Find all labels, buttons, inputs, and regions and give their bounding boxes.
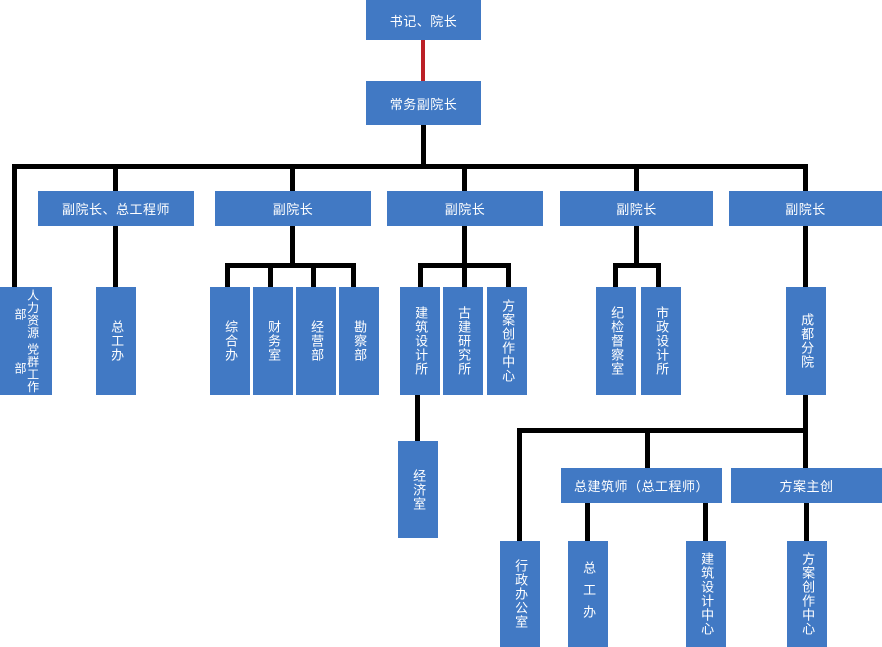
node-ancient-architecture-institute[interactable]: 古建研究所 bbox=[443, 287, 483, 395]
edge-bus-to-vp3 bbox=[462, 164, 467, 192]
edge-vp2-down bbox=[290, 225, 295, 266]
node-survey-department[interactable]: 勘察部 bbox=[339, 287, 379, 395]
edge-chief-architect-to-chief-eng-office bbox=[585, 503, 590, 541]
bus-vp4-children bbox=[613, 263, 661, 268]
node-chengdu-branch[interactable]: 成都分院 bbox=[786, 287, 826, 395]
edge-vp3-to-ancient-arch bbox=[462, 263, 467, 287]
node-architectural-design-center[interactable]: 建筑设计中心 bbox=[686, 541, 726, 647]
node-chengdu-chief-engineer-office[interactable]: 总工办 bbox=[568, 541, 608, 647]
node-general-office[interactable]: 综合办 bbox=[210, 287, 250, 395]
edge-arch-institute-to-economics bbox=[415, 395, 420, 441]
edge-bus-to-vp1 bbox=[113, 164, 118, 192]
node-economics-office[interactable]: 经济室 bbox=[398, 441, 438, 538]
node-party-work-label: 党群工作部 bbox=[13, 343, 40, 393]
edge-chengdu-to-chief-architect bbox=[645, 428, 650, 468]
edge-bus-to-vp2 bbox=[290, 164, 295, 192]
bus-level3 bbox=[12, 164, 806, 169]
edge-scheme-lead-to-scheme-center bbox=[804, 503, 809, 541]
edge-vp3-to-arch-institute bbox=[418, 263, 423, 287]
edge-vp2-to-operations bbox=[311, 263, 316, 287]
node-vice-president-chief-engineer[interactable]: 副院长、总工程师 bbox=[38, 191, 194, 226]
node-vice-president-3[interactable]: 副院长 bbox=[387, 191, 543, 226]
bus-chengdu-children bbox=[517, 428, 808, 433]
edge-bus-to-vp5 bbox=[803, 164, 808, 192]
node-finance-office[interactable]: 财务室 bbox=[253, 287, 293, 395]
edge-vp5-to-chengdu bbox=[803, 225, 808, 287]
node-executive-vice-president[interactable]: 常务副院长 bbox=[366, 81, 481, 125]
edge-chengdu-to-scheme-lead bbox=[803, 428, 808, 468]
node-chengdu-scheme-creation-center[interactable]: 方案创作中心 bbox=[787, 541, 827, 647]
node-municipal-design-institute[interactable]: 市政设计所 bbox=[641, 287, 681, 395]
node-discipline-inspection-office[interactable]: 纪检督察室 bbox=[596, 287, 636, 395]
edge-vp2-to-finance bbox=[268, 263, 273, 287]
edge-deputy-down bbox=[421, 124, 426, 168]
node-chief-engineer-office[interactable]: 总工办 bbox=[96, 287, 136, 395]
node-administrative-office[interactable]: 行政办公室 bbox=[500, 541, 540, 647]
node-scheme-lead[interactable]: 方案主创 bbox=[731, 468, 882, 503]
edge-vp4-to-municipal bbox=[656, 263, 661, 287]
edge-chief-architect-to-arch-design-center bbox=[703, 503, 708, 541]
node-vice-president-5[interactable]: 副院长 bbox=[729, 191, 882, 226]
edge-bus-to-party-hr bbox=[12, 164, 17, 287]
bus-vp2-children bbox=[225, 263, 356, 268]
edge-bus-to-vp4 bbox=[634, 164, 639, 192]
node-secretary-president[interactable]: 书记、院长 bbox=[366, 0, 481, 40]
edge-vp2-to-general-office bbox=[225, 263, 230, 287]
node-scheme-creation-center[interactable]: 方案创作中心 bbox=[487, 287, 527, 395]
node-architectural-design-institute[interactable]: 建筑设计所 bbox=[400, 287, 440, 395]
edge-vp4-down bbox=[634, 225, 639, 266]
edge-vp2-to-survey bbox=[351, 263, 356, 287]
node-chief-architect-chief-engineer[interactable]: 总建筑师（总工程师） bbox=[561, 468, 722, 503]
node-vice-president-2[interactable]: 副院长 bbox=[215, 191, 371, 226]
edge-vp3-to-design-center bbox=[506, 263, 511, 287]
edge-vp3-down bbox=[462, 225, 467, 266]
edge-director-to-deputy bbox=[421, 40, 425, 81]
node-operations-department[interactable]: 经营部 bbox=[296, 287, 336, 395]
edge-vp4-to-discipline bbox=[613, 263, 618, 287]
node-hr-label: 人力资源部 bbox=[13, 289, 40, 339]
edge-chengdu-down bbox=[803, 395, 808, 460]
edge-vp1-to-chief-eng-office bbox=[113, 225, 118, 287]
node-vice-president-4[interactable]: 副院长 bbox=[560, 191, 713, 226]
edge-chengdu-to-admin-office bbox=[517, 428, 522, 541]
node-party-work-and-hr[interactable]: 人力资源部 党群工作部 bbox=[0, 287, 52, 395]
